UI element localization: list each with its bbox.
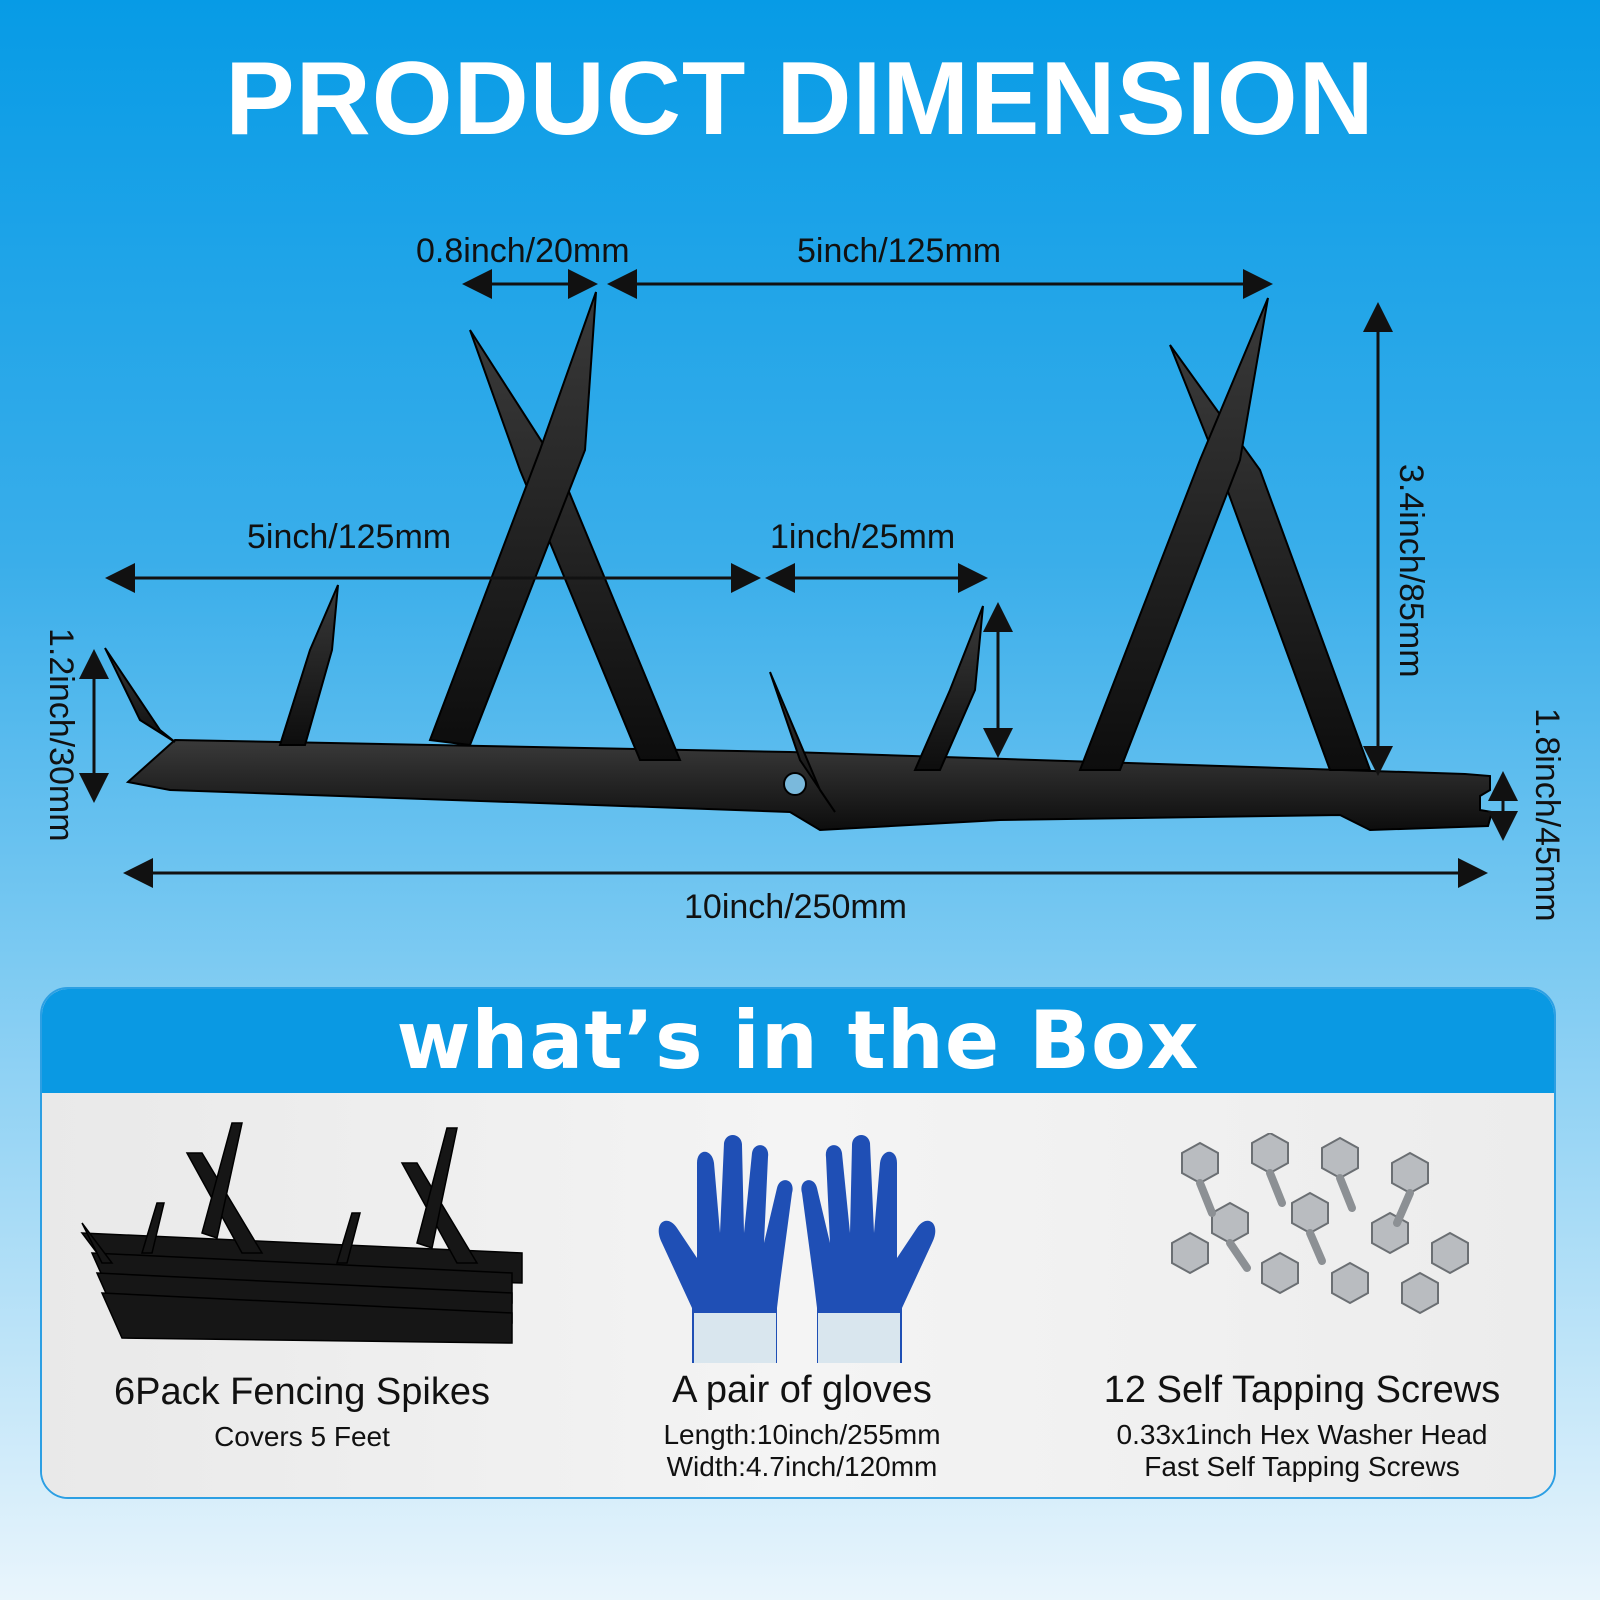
- item-gloves: A pair of gloves Length:10inch/255mm Wid…: [562, 1093, 1042, 1497]
- label-total-height: 3.4inch/85mm: [1392, 464, 1430, 678]
- item-title: 12 Self Tapping Screws: [1103, 1369, 1501, 1411]
- label-tip-width: 0.8inch/20mm: [416, 232, 630, 270]
- item-detail: 0.33x1inch Hex Washer Head: [1116, 1419, 1488, 1450]
- right-glove: [801, 1134, 936, 1363]
- box-contents: 6Pack Fencing Spikes Covers 5 Feet A pai…: [42, 1093, 1554, 1497]
- page-title: PRODUCT DIMENSION: [225, 41, 1375, 157]
- item-detail: Fast Self Tapping Screws: [1144, 1451, 1460, 1482]
- item-detail: Width:4.7inch/120mm: [666, 1451, 938, 1482]
- item-detail: Length:10inch/255mm: [663, 1419, 941, 1450]
- spike-strip: [104, 291, 1494, 832]
- fencing-spikes-image: [80, 1122, 523, 1344]
- item-screws: 12 Self Tapping Screws 0.33x1inch Hex Wa…: [1062, 1093, 1542, 1497]
- whats-in-box-panel: what’s in the Box 6Pack F: [40, 987, 1556, 1499]
- item-title: A pair of gloves: [672, 1369, 932, 1411]
- label-right-height: 1.8inch/45mm: [1528, 708, 1566, 922]
- screws-image: [1171, 1133, 1469, 1315]
- label-left-spacing: 5inch/125mm: [247, 518, 452, 556]
- label-small-gap: 1inch/25mm: [770, 518, 956, 556]
- label-top-spacing: 5inch/125mm: [797, 232, 1002, 270]
- spike-diagram: [79, 269, 1518, 888]
- item-title: 6Pack Fencing Spikes: [114, 1371, 490, 1413]
- item-fencing-spikes: 6Pack Fencing Spikes Covers 5 Feet: [62, 1093, 542, 1497]
- box-title: what’s in the Box: [42, 989, 1554, 1093]
- label-total-length: 10inch/250mm: [684, 888, 908, 926]
- left-glove: [658, 1134, 793, 1363]
- label-side-height: 1.2inch/30mm: [42, 628, 80, 842]
- item-detail: Covers 5 Feet: [214, 1421, 390, 1452]
- gloves-image: [658, 1134, 936, 1363]
